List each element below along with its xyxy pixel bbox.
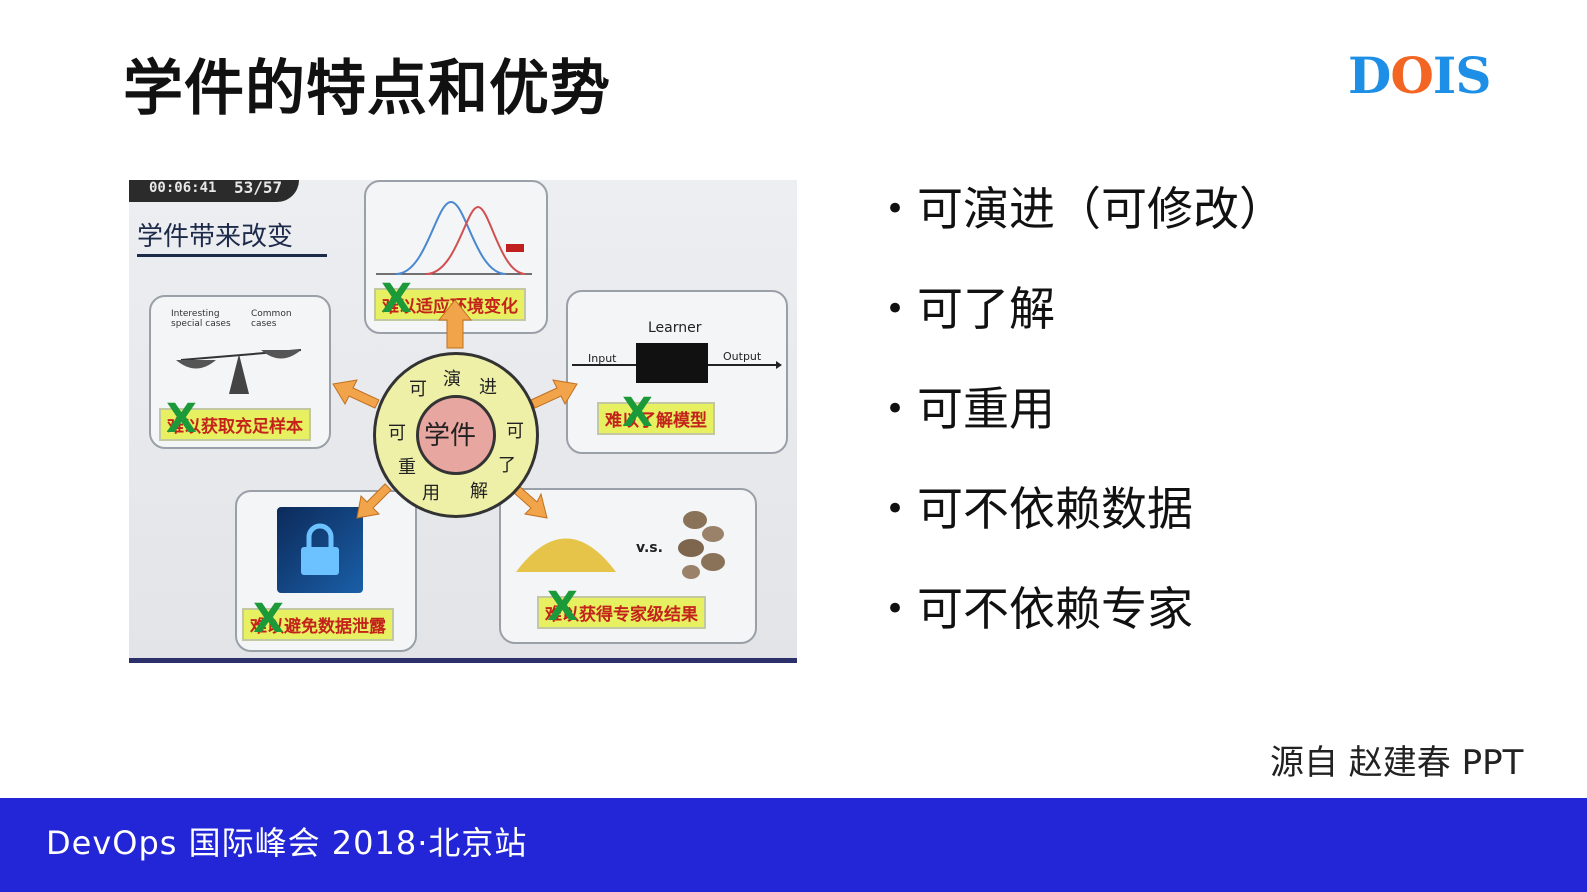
x-mark-icon: X	[622, 390, 653, 436]
arrows-graphic	[332, 299, 578, 519]
heading-underline	[137, 254, 327, 257]
x-mark-icon: X	[547, 584, 578, 630]
rocks-icon	[678, 511, 725, 579]
bullet-item: 可不依赖数据	[885, 478, 1285, 578]
center-wheel: 学件 可 演 进 可 了 解 用 重 可	[373, 352, 539, 518]
slide-title: 学件的特点和优势	[123, 54, 611, 124]
ring-char: 用	[422, 483, 440, 504]
label-left: 难以获取充足样本	[159, 408, 311, 441]
ring-char: 重	[398, 457, 416, 478]
footer-bar: DevOps 国际峰会 2018·北京站	[0, 798, 1587, 892]
logo-letter-o: O	[1390, 46, 1434, 105]
source-attribution: 源自 赵建春 PPT	[1270, 743, 1524, 783]
ring-char: 演	[443, 369, 461, 390]
logo-letter-d: D	[1348, 46, 1391, 105]
bullet-item: 可了解	[885, 278, 1285, 378]
footer-text: DevOps 国际峰会 2018·北京站	[46, 824, 528, 862]
center-label: 学件	[424, 421, 477, 451]
sand-pile-icon	[516, 538, 616, 572]
logo-letter-i: I	[1432, 46, 1456, 105]
output-label: Output	[723, 350, 762, 363]
x-mark-icon: X	[166, 396, 197, 442]
input-label: Input	[588, 352, 617, 365]
center-circle	[416, 395, 496, 475]
bullet-item: 可重用	[885, 378, 1285, 478]
x-mark-icon: X	[253, 596, 284, 642]
vs-label: v.s.	[636, 540, 663, 556]
ring-char: 可	[388, 423, 406, 444]
interesting-cases-label: Interesting special cases	[171, 309, 231, 329]
dois-logo: DOIS	[1348, 46, 1491, 105]
ring-char: 了	[498, 455, 516, 476]
page-counter: 53/57	[234, 180, 283, 197]
learner-label: Learner	[648, 320, 702, 336]
bullet-item: 可演进（可修改）	[885, 178, 1285, 278]
label-bottom-right: 难以获得专家级结果	[537, 596, 706, 629]
photo-bottom-line	[129, 658, 797, 663]
lock-icon	[277, 507, 363, 593]
bullet-item: 可不依赖专家	[885, 578, 1285, 678]
balance-scale-icon	[176, 349, 302, 394]
timer-text: 00:06:41	[149, 180, 217, 196]
label-bottom-left: 难以避免数据泄露	[242, 608, 394, 641]
ring-char: 可	[506, 421, 524, 442]
logo-letter-s: S	[1455, 46, 1491, 105]
ring-char: 解	[470, 481, 488, 502]
presenter-timer-bar: 00:06:41 53/57	[129, 180, 299, 202]
slide-photo: 00:06:41 53/57 学件带来改变 难以适应环境变化 X Interes…	[129, 180, 797, 663]
distribution-curves-icon	[376, 200, 532, 275]
x-mark-icon: X	[381, 276, 412, 322]
common-cases-label: Common cases	[251, 309, 292, 329]
black-box-icon	[572, 343, 782, 383]
photo-heading: 学件带来改变	[137, 222, 294, 252]
ring-char: 进	[479, 377, 497, 398]
label-right: 难以了解模型	[597, 402, 715, 435]
ring-char: 可	[409, 379, 427, 400]
bullet-list: 可演进（可修改） 可了解 可重用 可不依赖数据 可不依赖专家	[885, 178, 1285, 678]
